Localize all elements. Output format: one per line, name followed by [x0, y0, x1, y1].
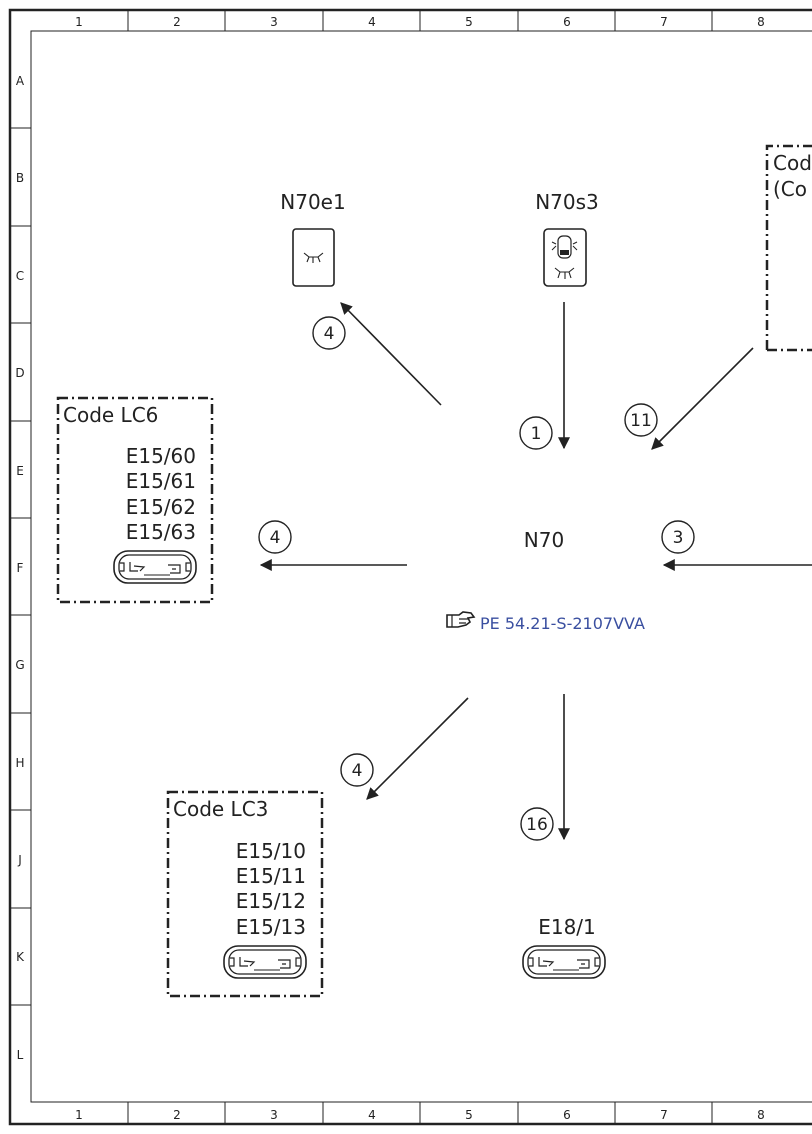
wire-count-badge: 11	[630, 411, 652, 431]
component-label-n70e1: N70e1	[280, 190, 345, 214]
wire-count-badge: 4	[352, 761, 363, 781]
arrowhead-icon	[366, 697, 469, 800]
row-label: F	[17, 561, 24, 575]
code-box-lc6: Code LC6 E15/60 E15/61 E15/62 E15/63	[56, 396, 214, 604]
row-label: A	[16, 74, 25, 88]
component-label: E15/10	[236, 839, 306, 863]
component-label: E15/11	[236, 864, 306, 888]
column-label: 3	[270, 15, 278, 29]
wire-count-badge: 4	[270, 528, 281, 548]
code-box-right-subtitle: (Co	[773, 177, 807, 201]
column-ruler	[127, 10, 713, 1124]
column-label: 1	[75, 1108, 83, 1122]
column-label: 8	[757, 1108, 765, 1122]
code-box-right: Cod (Co	[765, 144, 812, 352]
connector-plug-icon	[522, 945, 606, 979]
row-label: K	[16, 950, 25, 964]
column-label: 5	[465, 1108, 473, 1122]
component-label: E15/12	[236, 889, 306, 913]
light-switch-icon	[543, 228, 587, 287]
column-label: 8	[757, 15, 765, 29]
connector-plug-icon	[113, 550, 197, 584]
column-label: 7	[660, 1108, 668, 1122]
wire-count-badge: 4	[324, 324, 335, 344]
column-label: 6	[563, 1108, 571, 1122]
column-label: 2	[173, 15, 181, 29]
row-label: L	[17, 1048, 24, 1062]
column-label: 2	[173, 1108, 181, 1122]
row-label: D	[15, 366, 24, 380]
column-label: 4	[368, 15, 376, 29]
row-label: J	[17, 853, 22, 867]
column-label: 1	[75, 15, 83, 29]
column-label: 4	[368, 1108, 376, 1122]
code-box-lc3: Code LC3 E15/10 E15/11 E15/12 E15/13	[166, 790, 324, 998]
component-label-n70s3: N70s3	[535, 190, 599, 214]
component-label: E15/62	[126, 495, 196, 519]
code-box-lc3-title: Code LC3	[173, 797, 268, 821]
code-box-right-title: Cod	[773, 151, 812, 175]
control-unit-label: N70	[524, 528, 564, 552]
component-label-e18-1: E18/1	[538, 915, 596, 939]
arrowhead-icon	[651, 347, 754, 450]
wire-count-badge: 1	[531, 424, 542, 444]
outer-frame	[8, 8, 812, 1126]
component-label: E15/61	[126, 469, 196, 493]
component-label: E15/63	[126, 520, 196, 544]
row-ruler	[10, 127, 31, 1006]
component-label: E15/60	[126, 444, 196, 468]
signal-arrows	[259, 302, 812, 841]
interior-light-icon	[292, 228, 335, 287]
row-label: H	[15, 756, 24, 770]
reference-hand-icon	[446, 611, 476, 628]
arrowhead-icon	[340, 302, 442, 406]
column-label: 3	[270, 1108, 278, 1122]
code-box-lc6-title: Code LC6	[63, 403, 158, 427]
row-label: E	[16, 464, 24, 478]
row-label: B	[16, 171, 24, 185]
reference-link[interactable]: PE 54.21-S-2107VVA	[480, 614, 645, 633]
wire-count-badge: 3	[673, 528, 684, 548]
component-label: E15/13	[236, 915, 306, 939]
row-label: C	[16, 269, 24, 283]
column-label: 7	[660, 15, 668, 29]
connector-plug-icon	[223, 945, 307, 979]
row-label: G	[15, 658, 24, 672]
column-label: 5	[465, 15, 473, 29]
wire-count-badge: 16	[526, 815, 548, 835]
column-label: 6	[563, 15, 571, 29]
inner-frame	[30, 30, 812, 1103]
